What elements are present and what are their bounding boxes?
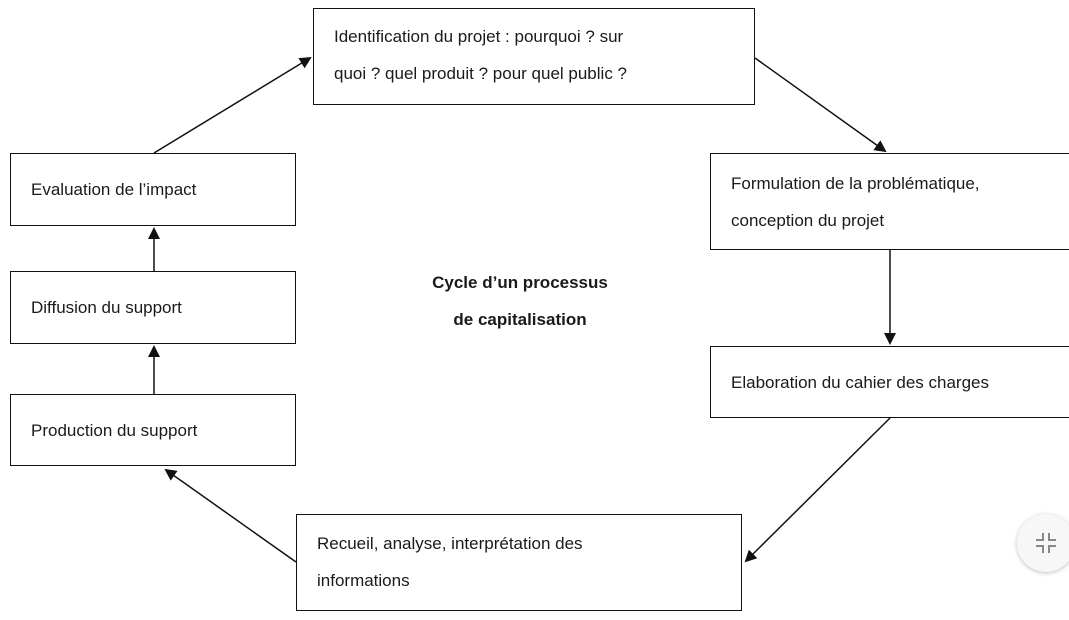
arrow-elaboration-to-recueil: [744, 417, 891, 563]
step-recueil-line-2: informations: [317, 571, 410, 590]
step-formulation: Formulation de la problématique, concept…: [710, 153, 1069, 250]
step-evaluation-line-1: Evaluation de l’impact: [31, 180, 197, 199]
step-recueil-line-1: Recueil, analyse, interprétation des: [317, 534, 583, 553]
step-formulation-line-1: Formulation de la problématique,: [731, 174, 980, 193]
collapse-icon: [1036, 533, 1056, 553]
step-identification-line-1: Identification du projet : pourquoi ? su…: [334, 27, 624, 46]
step-elaboration-line-1: Elaboration du cahier des charges: [731, 373, 989, 392]
step-production: Production du support: [10, 394, 296, 466]
diagram-title-line-1: Cycle d’un processus: [432, 273, 608, 292]
step-formulation-line-2: conception du projet: [731, 211, 885, 230]
collapse-button[interactable]: [1017, 514, 1069, 572]
step-identification-line-2: quoi ? quel produit ? pour quel public ?: [334, 64, 627, 83]
step-diffusion: Diffusion du support: [10, 271, 296, 344]
step-elaboration: Elaboration du cahier des charges: [710, 346, 1069, 418]
diagram-title-line-2: de capitalisation: [453, 310, 587, 329]
step-production-line-1: Production du support: [31, 421, 198, 440]
arrow-recueil-to-production: [164, 468, 297, 563]
step-recueil: Recueil, analyse, interprétation des inf…: [296, 514, 742, 611]
step-diffusion-line-1: Diffusion du support: [31, 298, 182, 317]
arrow-identification-to-formulation: [754, 57, 887, 153]
arrow-evaluation-to-identification: [153, 56, 312, 154]
step-evaluation: Evaluation de l’impact: [10, 153, 296, 226]
step-identification: Identification du projet : pourquoi ? su…: [313, 8, 755, 105]
diagram-title: Cycle d’un processus de capitalisation: [380, 264, 660, 338]
